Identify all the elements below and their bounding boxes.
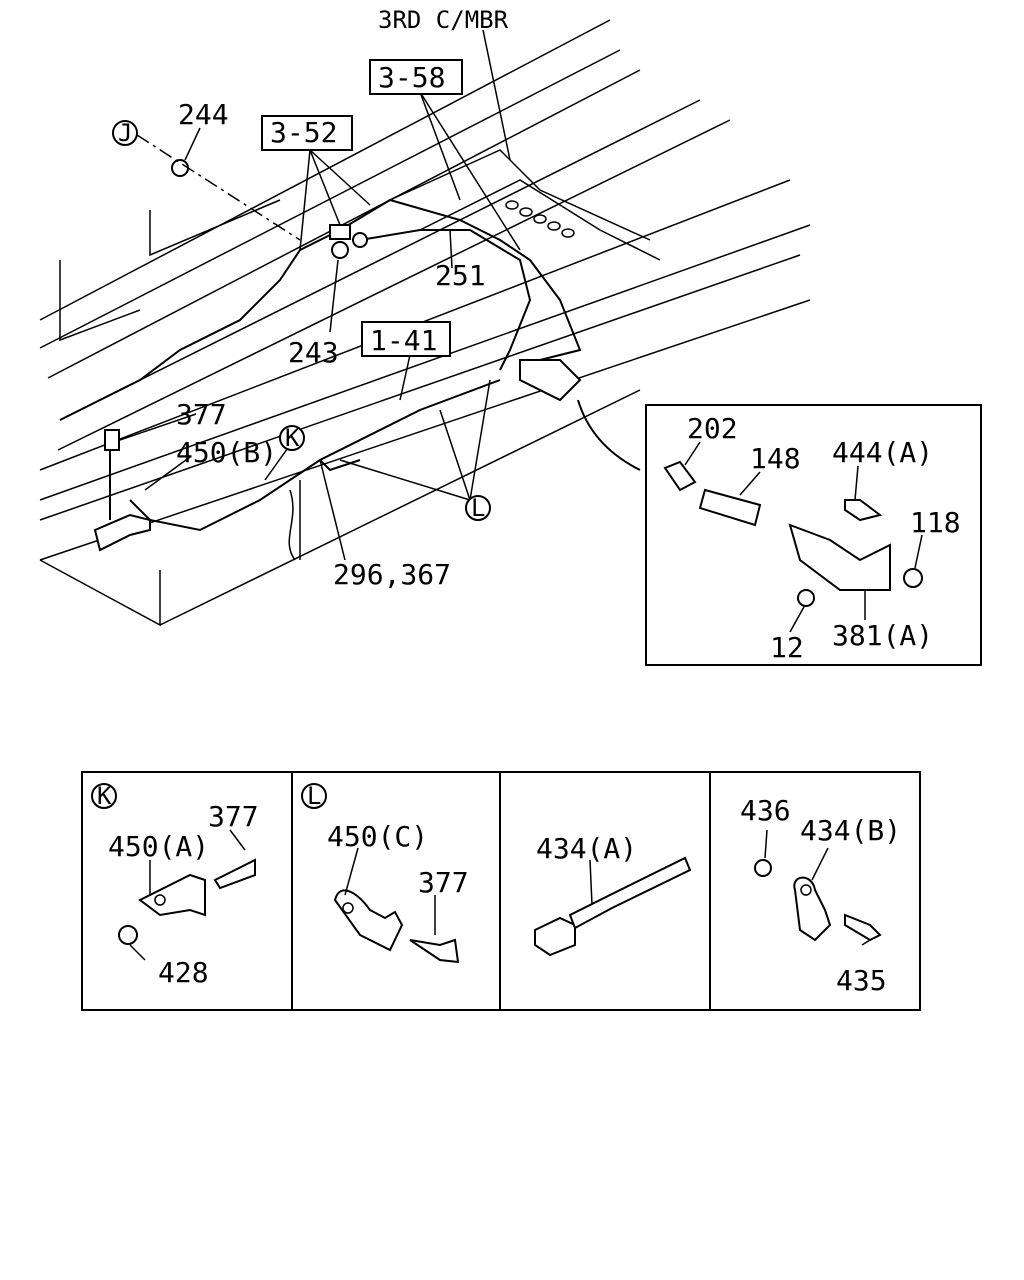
callout-118: 118: [910, 506, 961, 539]
circle-ref-k[interactable]: K: [279, 424, 305, 452]
callout-428: 428: [158, 956, 209, 989]
callout-377-k: 377: [208, 800, 259, 833]
brake-pipes: [59, 198, 582, 532]
panel-k-circle: K: [97, 782, 112, 810]
callout-436: 436: [740, 794, 791, 827]
callout-251: 251: [435, 259, 486, 292]
ref-box-3-52[interactable]: 3-52: [261, 115, 353, 151]
detail-leaders: [684, 441, 923, 633]
ref-box-1-41-label: 1-41: [370, 324, 437, 357]
third-crossmember: [389, 149, 661, 261]
panel-l-circle: L: [307, 782, 321, 810]
callout-12: 12: [770, 631, 804, 664]
callout-434b: 434(B): [800, 814, 901, 847]
callout-243: 243: [288, 336, 339, 369]
main-diagram: 3RD C/MBR 3-58 3-52 1-41 244 251 243 377…: [39, 6, 811, 627]
callout-148: 148: [750, 442, 801, 475]
third-crossmember-label: 3RD C/MBR: [378, 6, 509, 34]
callout-296-367: 296,367: [333, 558, 451, 591]
callout-244: 244: [178, 98, 229, 131]
circle-ref-j-label: J: [118, 119, 132, 147]
pipe-bracket-450b: [93, 429, 151, 552]
callout-202: 202: [687, 412, 738, 445]
detail-parts: [663, 460, 923, 607]
ref-box-3-52-label: 3-52: [270, 116, 337, 149]
leader-lines: [119, 29, 641, 561]
circle-ref-k-label: K: [285, 424, 300, 452]
panel-tie: 434(A): [534, 832, 692, 957]
panel-clip: 436 434(B) 435: [740, 794, 901, 997]
circle-ref-j[interactable]: J: [112, 119, 138, 147]
callout-381a: 381(A): [832, 619, 933, 652]
ref-box-3-58-label: 3-58: [378, 61, 445, 94]
callout-377-l: 377: [418, 866, 469, 899]
connectors: [171, 159, 582, 402]
ref-box-3-58[interactable]: 3-58: [369, 59, 463, 95]
detail-box: 202 148 444(A) 118 12 381(A): [645, 404, 982, 666]
callout-450a: 450(A): [108, 830, 209, 863]
callout-434a: 434(A): [536, 832, 637, 865]
circle-ref-l[interactable]: L: [465, 494, 491, 522]
callout-435: 435: [836, 964, 887, 997]
callout-444a: 444(A): [832, 436, 933, 469]
circle-ref-l-label: L: [471, 494, 485, 522]
bottom-panels: K 450(A) 377 428 L 450(C) 377: [81, 771, 921, 1011]
callout-377: 377: [176, 398, 227, 431]
ref-box-1-41[interactable]: 1-41: [361, 321, 451, 357]
callout-450c: 450(C): [327, 820, 428, 853]
panel-k: K 450(A) 377 428: [91, 782, 259, 989]
panel-l: L 450(C) 377: [301, 782, 469, 964]
callout-450b: 450(B): [176, 436, 277, 469]
